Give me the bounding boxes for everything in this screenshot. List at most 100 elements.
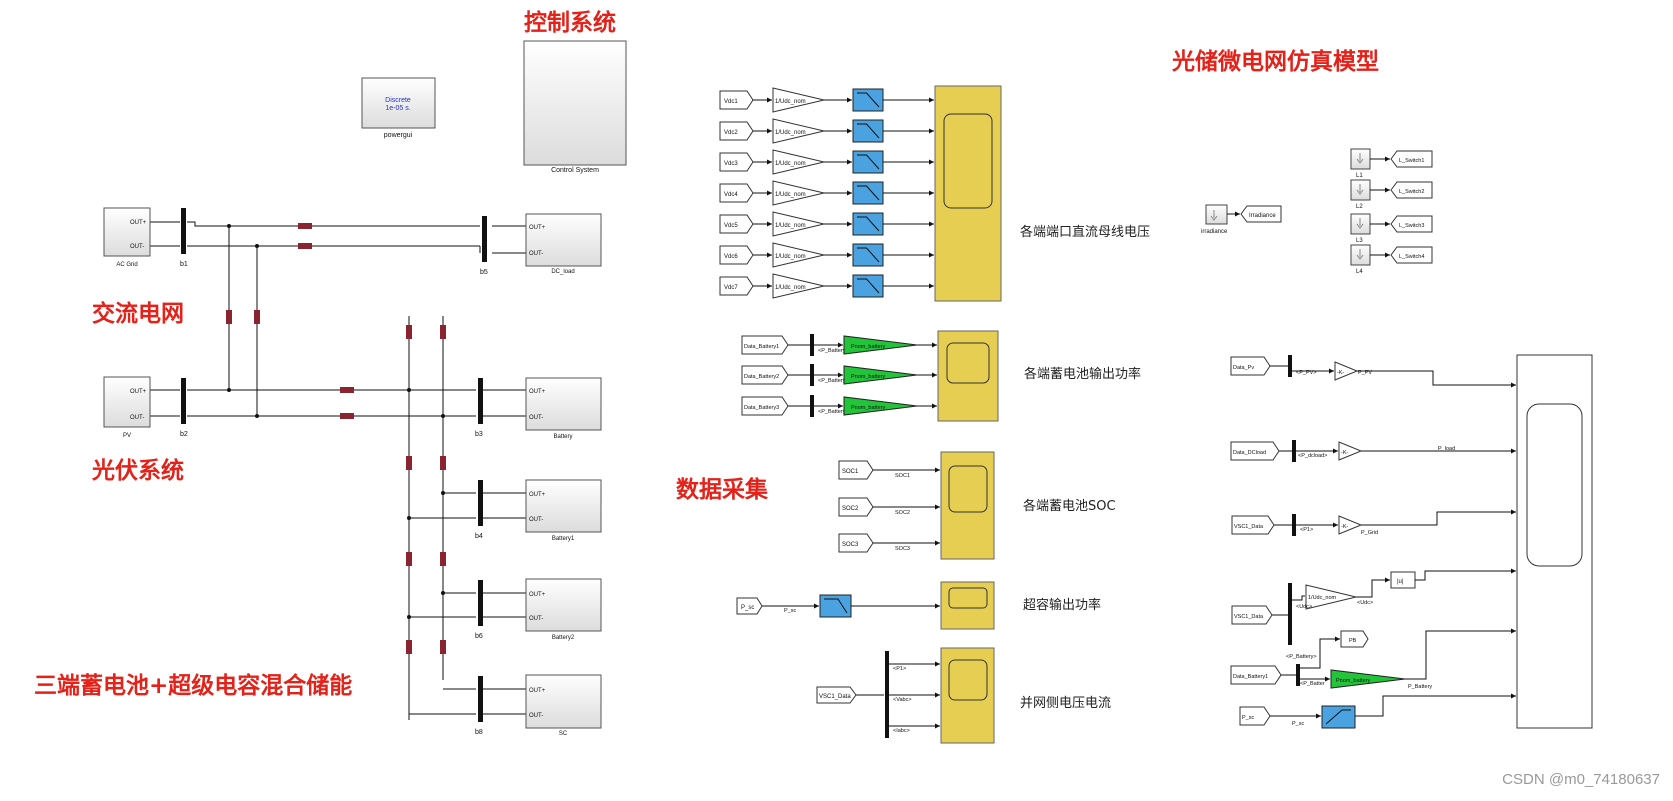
vdc-gain[interactable]	[772, 87, 825, 113]
battery1-out-plus: OUT+	[529, 492, 546, 498]
vdc-gain[interactable]	[772, 211, 825, 237]
udc-gain[interactable]	[1305, 584, 1357, 610]
battery1-block[interactable]: OUT+ OUT- Battery1	[525, 479, 602, 542]
dcload-selector-label: <P_dcload>	[1298, 453, 1327, 459]
vdc-gain-text: 1/Udc_nom	[775, 192, 806, 198]
control-system-block[interactable]: Control System	[523, 40, 627, 174]
powergui-step: 1e-05 s.	[385, 105, 410, 112]
vdc-tag[interactable]	[719, 183, 754, 203]
battery-label: Battery	[553, 434, 572, 440]
battery-data-tag[interactable]	[741, 396, 789, 416]
vdc-gain[interactable]	[772, 273, 825, 299]
battery-gain-text: Pnom_battery	[851, 374, 885, 380]
soc-tag[interactable]	[838, 460, 874, 480]
breakers	[226, 223, 446, 654]
vdc-gain[interactable]	[772, 242, 825, 268]
dcload-data-tag[interactable]	[1230, 441, 1280, 461]
battery2-block[interactable]: OUT+ OUT- Battery2	[525, 578, 602, 641]
vdc-tag[interactable]	[719, 276, 754, 296]
ac-grid-block[interactable]: OUT+ OUT- AC Grid	[103, 207, 151, 268]
ac-grid-out-minus: OUT-	[130, 244, 144, 250]
switch-goto[interactable]	[1390, 246, 1433, 264]
soc-signal-label: SOC2	[895, 510, 910, 516]
bus-label-b4: b4	[475, 533, 483, 540]
vdc-gain[interactable]	[772, 118, 825, 144]
ac-grid-heading: 交流电网	[92, 300, 184, 327]
battery-gain[interactable]	[843, 335, 918, 355]
battery2-label: Battery2	[552, 635, 575, 641]
lowpass-filter	[852, 274, 884, 298]
k-gain[interactable]	[1334, 361, 1359, 381]
vdc-tag-text: Vdc5	[724, 223, 738, 229]
irradiance-row[interactable]: Irradiance irradiance	[1201, 204, 1282, 235]
battery-gain[interactable]	[843, 365, 918, 385]
vdc-gain-text: 1/Udc_nom	[775, 161, 806, 167]
soc-scope[interactable]	[940, 451, 995, 560]
vdc-gain[interactable]	[772, 180, 825, 206]
soc-tag[interactable]	[838, 533, 874, 553]
soc-tag[interactable]	[838, 497, 874, 517]
powergui-block[interactable]: Discrete 1e-05 s. powergui	[361, 77, 436, 139]
battery-data-tag[interactable]	[741, 335, 789, 355]
k-gain[interactable]	[1338, 441, 1363, 461]
main-scope[interactable]	[1516, 354, 1593, 729]
vdc-tag[interactable]	[719, 152, 754, 172]
pv-data-tag[interactable]	[1230, 356, 1271, 376]
switch-goto-text: L_Switch3	[1399, 223, 1424, 229]
irradiance-goto: Irradiance	[1249, 213, 1276, 219]
lowpass-filter	[852, 212, 884, 236]
switch-goto[interactable]	[1390, 215, 1433, 233]
abs-block-text: |u|	[1397, 579, 1404, 585]
battery-right-tag[interactable]	[1230, 665, 1282, 685]
vdc-tag[interactable]	[719, 121, 754, 141]
battery1-label: Battery1	[552, 536, 575, 542]
sc-power-scope[interactable]	[940, 581, 995, 630]
battery-power-scope[interactable]	[937, 330, 999, 422]
grid-vi-scope[interactable]	[940, 647, 995, 744]
vdc-row: Vdc5 1/Udc_nom	[719, 211, 934, 237]
soc-signal-label: SOC1	[895, 473, 910, 479]
battery-right-tag-text: Data_Battery1	[1233, 674, 1268, 680]
udc-selector-label: <Udc>	[1296, 604, 1312, 610]
vdc-gain-text: 1/Udc_nom	[775, 285, 806, 291]
switch-goto[interactable]	[1390, 150, 1433, 168]
vdc-tag-text: Vdc1	[724, 99, 738, 105]
soc-tag-text: SOC2	[842, 506, 859, 512]
vdc-gain[interactable]	[772, 149, 825, 175]
storage-heading: 三端蓄电池+超级电容混合储能	[34, 672, 352, 699]
grid-data-tag[interactable]	[1231, 515, 1275, 535]
sc-right-tag[interactable]	[1239, 706, 1271, 726]
dc-load-block[interactable]: OUT+ OUT- DC_load	[525, 213, 602, 275]
vdc-tag[interactable]	[719, 245, 754, 265]
sc-block[interactable]: OUT+ OUT- SC	[525, 674, 602, 737]
pb-goto[interactable]	[1340, 630, 1369, 648]
bus-labels: b1 b2 b3 b5 b4 b6 b8	[180, 261, 488, 736]
pv-block[interactable]: OUT+ OUT- PV	[103, 376, 151, 439]
battery2-out-minus: OUT-	[529, 616, 543, 622]
switch-goto[interactable]	[1390, 181, 1433, 199]
bus-label-b3: b3	[475, 431, 483, 438]
control-heading: 控制系统	[524, 9, 616, 36]
vdc-tag[interactable]	[719, 214, 754, 234]
data-heading: 数据采集	[676, 476, 769, 503]
vdc-scope[interactable]	[934, 85, 1002, 302]
vdc-gain-text: 1/Udc_nom	[775, 223, 806, 229]
battery-gain[interactable]	[843, 396, 918, 416]
dc-load-out-minus: OUT-	[529, 251, 543, 257]
battery-data-tag[interactable]	[741, 365, 789, 385]
k-gain[interactable]	[1338, 515, 1363, 535]
grid-output-label: P_Grid	[1361, 530, 1378, 536]
battery-right-gain[interactable]	[1330, 669, 1406, 689]
annotation-sc-power: 超容输出功率	[1023, 597, 1101, 613]
battery-block[interactable]: OUT+ OUT- Battery	[525, 377, 602, 440]
vdc-tag-text: Vdc4	[724, 192, 738, 198]
udc-data-tag[interactable]	[1231, 605, 1273, 625]
battery2-out-plus: OUT+	[529, 592, 546, 598]
vdc-tag[interactable]	[719, 90, 754, 110]
